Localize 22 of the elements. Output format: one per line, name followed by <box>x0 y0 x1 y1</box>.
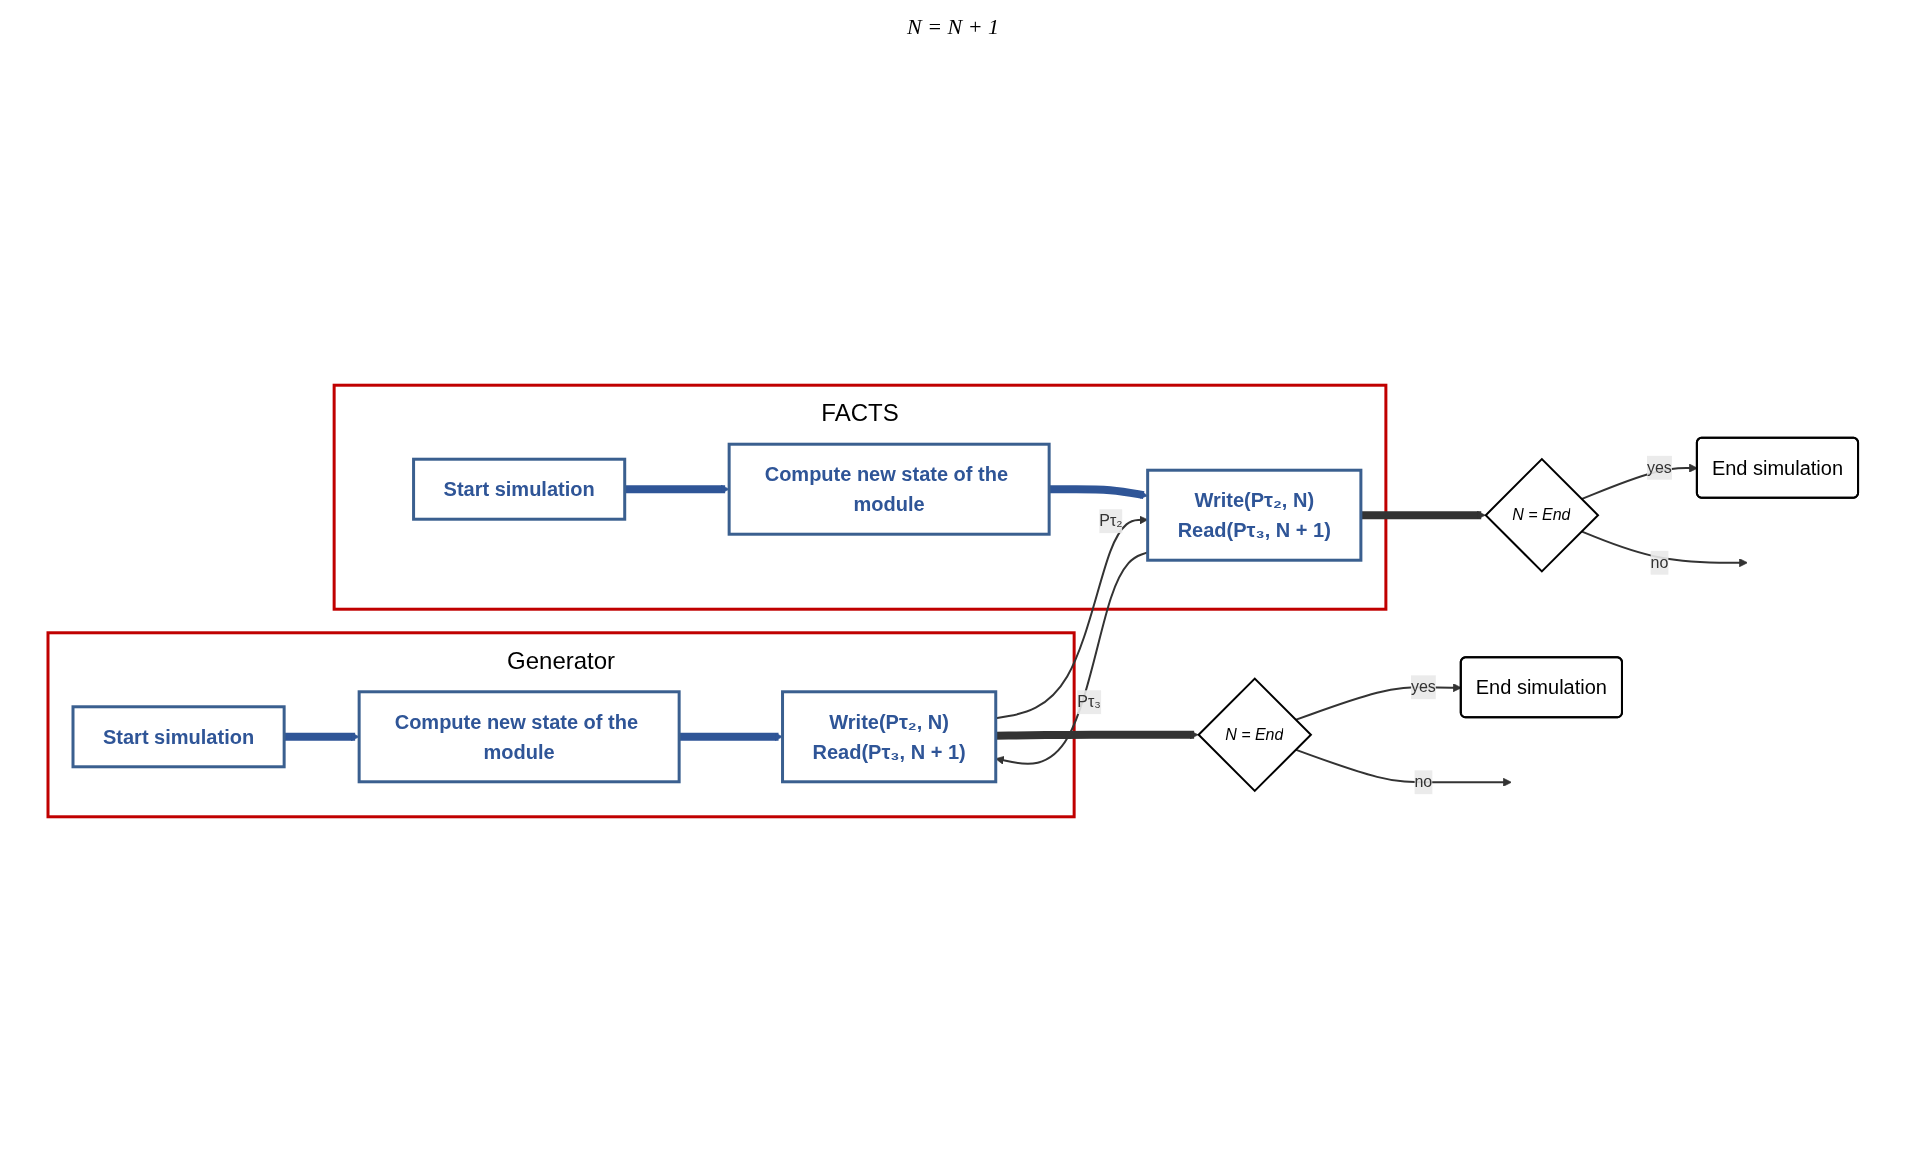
edge-label: Pτ₂ <box>1099 512 1123 530</box>
node-box: Start simulation <box>71 705 286 769</box>
node-diamond: N = End <box>1197 677 1313 793</box>
node-box: Write(Pτ₂, N) Read(Pτ₃, N + 1) <box>781 690 998 784</box>
arrow <box>1294 748 1512 787</box>
arrow <box>1049 485 1148 500</box>
arrow <box>624 484 730 494</box>
edge-label: no <box>1414 773 1433 791</box>
arrow <box>284 732 360 742</box>
node-box: Write(Pτ₂, N) Read(Pτ₃, N + 1) <box>1146 468 1363 562</box>
node-box: Compute new state of the module <box>727 442 1051 536</box>
counter-update-label: N = N + 1 <box>906 14 999 39</box>
node-box: Start simulation <box>412 457 627 521</box>
edge-label: no <box>1650 553 1669 571</box>
arrow <box>679 732 783 742</box>
arrow <box>1360 510 1486 520</box>
edge-label: yes <box>1646 458 1672 476</box>
arrow <box>995 730 1199 740</box>
node-diamond: N = End <box>1484 457 1600 573</box>
node-box: Compute new state of the module <box>357 690 681 784</box>
edge-label: yes <box>1410 678 1436 696</box>
edge-label: Pτ₃ <box>1077 693 1101 711</box>
